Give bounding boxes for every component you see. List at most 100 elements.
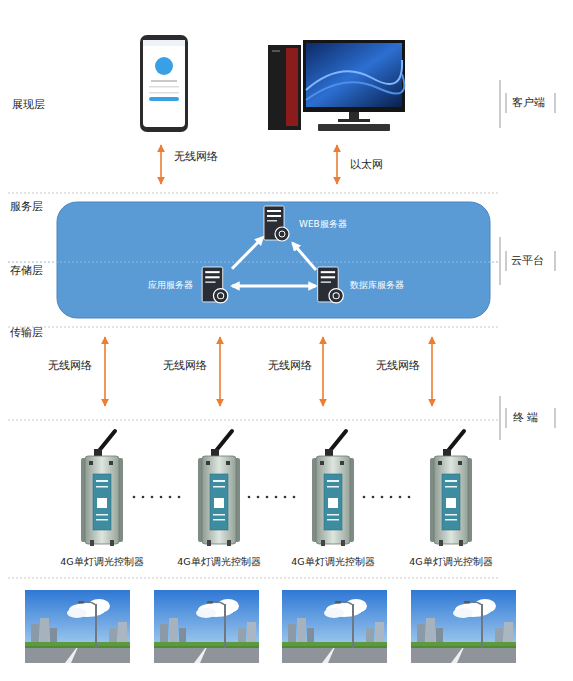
controller-device: [202, 456, 236, 544]
section-name: 终 端: [513, 411, 539, 425]
controller-device: [327, 486, 339, 488]
street-photo: [25, 590, 130, 663]
controller-device: [406, 428, 496, 550]
controller-device: [445, 486, 457, 488]
side-bracket: [506, 93, 507, 113]
network-arrow: [322, 337, 324, 406]
controller-device: [213, 514, 225, 516]
controller-device: [327, 480, 339, 482]
controller-node: 4G单灯调光控制器: [57, 428, 147, 570]
side-bracket: [506, 251, 507, 271]
ellipsis-dots: [372, 496, 375, 499]
server-icon: [321, 276, 335, 278]
network-arrow: [105, 145, 432, 406]
controller-device: [445, 514, 457, 516]
controller-device: [96, 480, 108, 482]
server-icon: [200, 266, 230, 305]
connector-arrow: [293, 243, 316, 270]
side-bracket: [506, 408, 507, 428]
server-icon: [279, 231, 285, 237]
controller-device: [321, 540, 325, 546]
layer-divider: [8, 193, 498, 194]
link-label: 以太网: [350, 158, 383, 172]
ellipsis-dots: [133, 496, 136, 499]
side-bracket: [500, 80, 555, 440]
controller-device: [329, 431, 346, 452]
ellipsis-dots: [363, 496, 366, 499]
section-name: 客户端: [512, 96, 545, 110]
controller-device: [207, 540, 211, 546]
controller-device: [57, 428, 147, 550]
device-label: 4G单灯调光控制器: [288, 555, 378, 569]
device-label: 4G单灯调光控制器: [406, 555, 496, 569]
street-photo: [25, 590, 516, 663]
side-bracket: [555, 251, 556, 271]
smartphone: [151, 80, 177, 82]
ellipsis-dots: [293, 496, 296, 499]
cloud-band: [57, 202, 490, 318]
ellipsis-dots: [133, 496, 411, 499]
link-label: 无线网络: [268, 359, 312, 373]
ellipsis-dots: [266, 496, 269, 499]
side-bracket: [555, 93, 556, 113]
smartphone: [149, 86, 179, 88]
controller-device: [340, 461, 344, 465]
ellipsis-dots: [151, 496, 154, 499]
server-icon: [205, 271, 219, 273]
controller-device: [96, 519, 108, 521]
device-label: 4G单灯调光控制器: [174, 555, 264, 569]
layer-divider: [8, 193, 498, 578]
server-icon: [321, 271, 335, 273]
server-node: 数据库服务器: [316, 266, 410, 305]
controller-device: [445, 519, 457, 521]
network-arrow: [160, 145, 162, 184]
link-label: 无线网络: [376, 359, 420, 373]
desktop-computer: [306, 60, 402, 90]
controller-device: [324, 474, 342, 530]
ellipsis-dots: [169, 496, 172, 499]
desktop-computer: [303, 40, 405, 112]
server-icon: [218, 293, 224, 299]
controller-device: [109, 461, 113, 465]
controller-device: [316, 456, 350, 544]
ellipsis-dots: [381, 496, 384, 499]
controller-device: [327, 519, 339, 521]
controller-device: [206, 461, 210, 465]
network-arrow: [219, 337, 221, 406]
smartphone: [140, 35, 188, 132]
ellipsis-dots: [257, 496, 260, 499]
section-name: 云平台: [511, 254, 544, 268]
link-label: 无线网络: [174, 150, 218, 164]
controller-device: [320, 461, 324, 465]
server-icon: [267, 220, 277, 222]
network-arrow: [431, 337, 433, 406]
layer-divider: [8, 420, 498, 421]
controller-device: [90, 540, 94, 546]
layer-name: 服务层: [10, 200, 43, 214]
controller-device: [96, 514, 108, 516]
link-label: 无线网络: [163, 359, 207, 373]
smartphone: [143, 40, 185, 127]
controller-device: [213, 519, 225, 521]
desktop-computer: [338, 119, 370, 122]
server-icon: [267, 210, 281, 212]
desktop-computer: [268, 45, 301, 130]
controller-device: [438, 461, 442, 465]
street-photo: [282, 590, 387, 663]
controller-device: [447, 431, 464, 452]
ellipsis-dots: [248, 496, 251, 499]
network-arrow: [104, 337, 106, 406]
controller-device: [93, 474, 111, 530]
smartphone: [140, 35, 188, 132]
street-photo: [154, 590, 259, 663]
connector-arrow: [232, 285, 316, 288]
controller-device: [458, 461, 462, 465]
controller-device: [446, 498, 456, 508]
layer-name: 存储层: [10, 264, 43, 278]
link-label: 无线网络: [48, 359, 92, 373]
desktop-computer: [306, 43, 402, 107]
desktop-computer: [318, 124, 390, 131]
controller-device: [227, 540, 231, 546]
